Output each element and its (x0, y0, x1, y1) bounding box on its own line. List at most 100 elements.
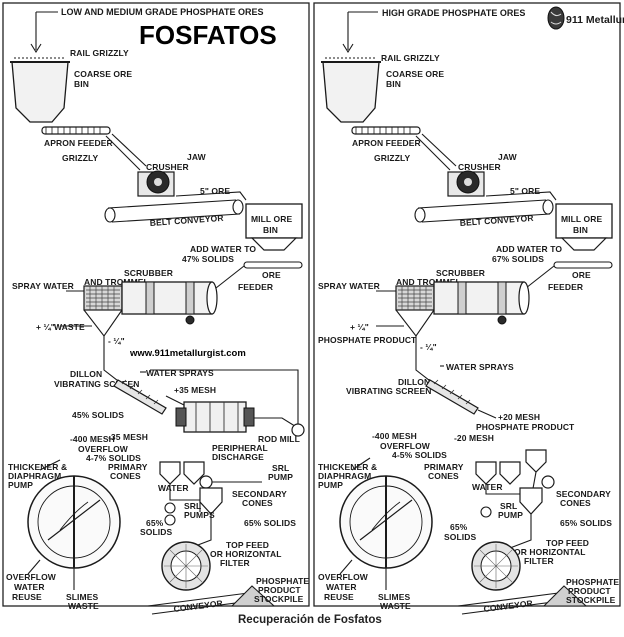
right-trommel-mesh (398, 286, 432, 310)
right-rail-grizzly-label: RAIL GRIZZLY (381, 53, 440, 63)
right-grizzly-label: GRIZZLY (374, 153, 411, 163)
right-apron-slats (355, 127, 411, 134)
right-overflow-water: OVERFLOW (318, 572, 369, 582)
right-fines-flow (415, 336, 435, 385)
left-scrubber-drive (185, 315, 195, 325)
left-header: LOW AND MEDIUM GRADE PHOSPHATE ORES (61, 7, 264, 17)
left-solids65b: 65% SOLIDS (244, 518, 296, 528)
left-srl-label: SRL (272, 463, 289, 473)
left-panel: LOW AND MEDIUM GRADE PHOSPHATE ORES FOSF… (6, 7, 309, 615)
right-thickener-label: THICKENER & (318, 462, 377, 472)
right-solids65a-2: SOLIDS (444, 532, 476, 542)
left-srl-pump-a (164, 502, 176, 514)
right-minus400: -400 MESH (372, 431, 417, 441)
left-vibscreen-label: VIBRATING SCREEN (54, 379, 140, 389)
left-top-feed: TOP FEED (226, 540, 269, 550)
right-vibscreen-label: VIBRATING SCREEN (346, 386, 432, 396)
left-rod-mill-trunnion-a (175, 407, 187, 427)
left-dillon-screen (113, 379, 167, 415)
right-scrubber-ring-a (457, 281, 467, 315)
right-filter-spokes (474, 544, 518, 588)
left-filter-spokes (164, 544, 208, 588)
right-slimes-waste: WASTE (380, 601, 411, 611)
left-srl-pump-primary (199, 475, 213, 489)
left-add-water: ADD WATER TO (190, 244, 256, 254)
left-srl-pumps-2: PUMPS (184, 510, 215, 520)
left-thickener-rake (47, 499, 101, 541)
left-solids-range: 4-7% SOLIDS (86, 453, 141, 463)
right-scrubber-ring-b (497, 281, 507, 315)
left-pump-label: PUMP (8, 480, 33, 490)
right-phosphate-label: PHOSPHATE (566, 577, 619, 587)
left-coarse-ore-label: COARSE ORE (74, 69, 132, 79)
left-jaw-label: JAW (187, 152, 207, 162)
right-feeder-label: FEEDER (548, 282, 583, 292)
right-header: HIGH GRADE PHOSPHATE ORES (382, 8, 525, 18)
left-water2: WATER (14, 582, 45, 592)
right-secondary-label: SECONDARY (556, 489, 611, 499)
right-ore-size: 5" ORE (510, 186, 540, 196)
right-plus-quarter: + ¼" (350, 322, 369, 332)
left-belt-bottom (111, 213, 241, 223)
right-cones-label: CONES (428, 471, 459, 481)
left-water-label: WATER (158, 483, 189, 493)
left-thickener-label: THICKENER & (8, 462, 67, 472)
left-ore-label: ORE (262, 270, 281, 280)
right-minus-quarter: - ¼" (420, 342, 437, 352)
left-sec-cones-label: CONES (242, 498, 273, 508)
left-solids45: 45% SOLIDS (72, 410, 124, 420)
left-scrubber-ring-a (145, 281, 155, 315)
left-trommel-mesh (86, 286, 120, 310)
right-product-label: PRODUCT (568, 586, 611, 596)
right-bin-label: BIN (386, 79, 401, 89)
right-primary-cone-c (525, 449, 547, 473)
right-dillon-screen (425, 379, 479, 415)
left-water-sprays: WATER SPRAYS (146, 368, 214, 378)
left-belt-pulley-a (104, 207, 116, 223)
right-scrubber-drum (433, 281, 525, 315)
right-plus20: +20 MESH (498, 412, 540, 422)
left-rail-grizzly-label: RAIL GRIZZLY (70, 48, 129, 58)
left-filter-label: FILTER (220, 558, 250, 568)
right-phosphate-product: PHOSPHATE PRODUCT (318, 335, 417, 345)
left-scrubber-end (206, 281, 218, 315)
right-primary-label: PRIMARY (424, 462, 464, 472)
left-slimes: SLIMES (66, 592, 98, 602)
left-peripheral-label: PERIPHERAL (212, 443, 268, 453)
right-crusher-hub (464, 178, 472, 186)
right-feed-arrow (342, 12, 354, 54)
right-solids65b: 65% SOLIDS (560, 518, 612, 528)
right-jaw-label: JAW (498, 152, 518, 162)
left-primary-label: PRIMARY (108, 462, 148, 472)
left-scrubber-label: SCRUBBER (124, 268, 173, 278)
left-solids-pct: 47% SOLIDS (182, 254, 234, 264)
left-overflow-water-line (27, 559, 41, 575)
left-discharge-label: DISCHARGE (212, 452, 264, 462)
left-product-conveyor (147, 591, 257, 607)
left-feeder-label: FEEDER (238, 282, 273, 292)
left-plus35: +35 MESH (174, 385, 216, 395)
right-overflow: OVERFLOW (380, 441, 431, 451)
left-reuse: REUSE (12, 592, 42, 602)
left-dillon-label: DILLON (70, 369, 102, 379)
right-top-feed: TOP FEED (546, 538, 589, 548)
left-bin-label: BIN (74, 79, 89, 89)
right-coarse-ore-label: COARSE ORE (386, 69, 444, 79)
left-fines-flow (103, 336, 123, 385)
right-overflow-water-line (339, 559, 353, 575)
left-secondary-cone (199, 487, 223, 515)
right-slimes: SLIMES (378, 592, 410, 602)
left-ore-flow (175, 191, 247, 201)
left-plus-quarter: + ¼" (36, 322, 55, 332)
right-srl-pump (480, 506, 492, 518)
left-mill-ore-label: MILL ORE (251, 214, 292, 224)
left-feed-arrow (30, 12, 42, 54)
left-thickener-rake-2 (59, 501, 89, 531)
page-title: FOSFATOS (139, 20, 277, 50)
left-crusher-hub (154, 178, 162, 186)
right-primary-pump (541, 475, 555, 489)
right-reuse: REUSE (324, 592, 354, 602)
left-stockpile (230, 585, 276, 607)
right-mill-bin-hopper (560, 237, 608, 251)
right-add-water: ADD WATER TO (496, 244, 562, 254)
